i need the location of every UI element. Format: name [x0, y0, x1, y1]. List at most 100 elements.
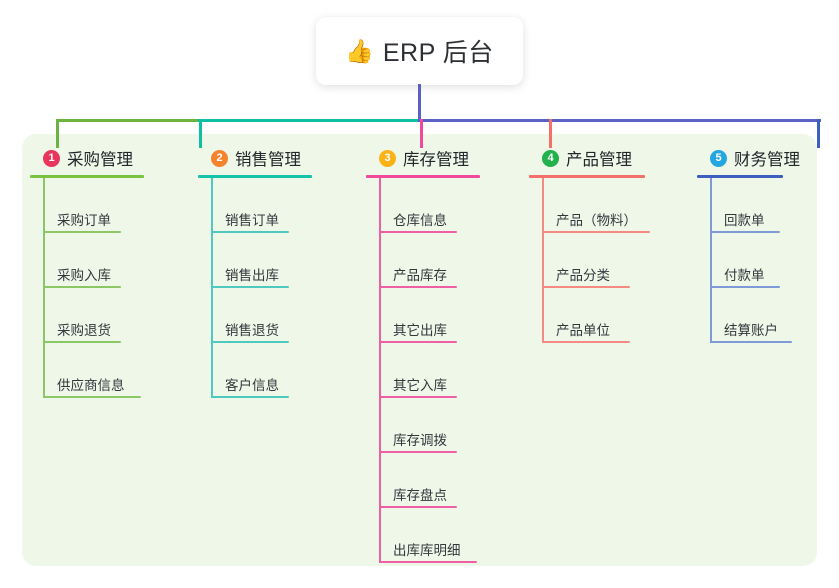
- column-header-5[interactable]: 5 财务管理: [697, 146, 819, 170]
- column-items: 销售订单销售出库销售退货客户信息: [198, 178, 348, 398]
- list-item[interactable]: 产品库存: [366, 233, 516, 288]
- root-node-card[interactable]: 👍 ERP 后台: [316, 17, 523, 85]
- drop-finance: [817, 119, 820, 148]
- list-item[interactable]: 仓库信息: [366, 178, 516, 233]
- list-item-rule: [542, 286, 630, 288]
- list-item[interactable]: 付款单: [697, 233, 819, 288]
- column-badge-icon: 5: [710, 149, 727, 167]
- list-item[interactable]: 出库库明细: [366, 508, 516, 563]
- list-item-label: 销售订单: [225, 213, 279, 228]
- drop-purchasing: [56, 119, 59, 148]
- list-item[interactable]: 其它出库: [366, 288, 516, 343]
- list-item-rule: [43, 341, 121, 343]
- list-item-label: 客户信息: [225, 378, 279, 393]
- list-item-rule: [542, 231, 650, 233]
- column-title: 产品管理: [566, 151, 632, 169]
- list-item-rule: [379, 286, 457, 288]
- list-item-label: 产品单位: [556, 323, 610, 338]
- column-title: 财务管理: [734, 151, 800, 169]
- list-item-rule: [43, 231, 121, 233]
- list-item-label: 产品库存: [393, 268, 447, 283]
- list-item[interactable]: 采购订单: [30, 178, 180, 233]
- column-badge-icon: 3: [379, 149, 396, 167]
- column-spine: [379, 178, 381, 563]
- list-item-rule: [211, 286, 289, 288]
- column-items: 采购订单采购入库采购退货供应商信息: [30, 178, 180, 398]
- list-item-rule: [379, 561, 477, 563]
- list-item[interactable]: 产品单位: [529, 288, 681, 343]
- list-item-rule: [379, 231, 457, 233]
- diagram-background-panel: [22, 134, 817, 566]
- drop-sales: [199, 119, 202, 148]
- column-header-rule: [366, 175, 480, 178]
- column-badge-icon: 2: [211, 149, 228, 167]
- list-item[interactable]: 回款单: [697, 178, 819, 233]
- list-item-label: 销售出库: [225, 268, 279, 283]
- column-items: 产品（物料） 产品分类产品单位: [529, 178, 681, 343]
- thumbs-up-icon: 👍: [345, 37, 374, 64]
- list-item-label: 销售退货: [225, 323, 279, 338]
- list-item[interactable]: 客户信息: [198, 343, 348, 398]
- list-item[interactable]: 销售出库: [198, 233, 348, 288]
- list-item[interactable]: 库存盘点: [366, 453, 516, 508]
- column-spine: [542, 178, 544, 343]
- column-spine: [43, 178, 45, 398]
- list-item-rule: [211, 341, 289, 343]
- list-item-rule: [379, 451, 457, 453]
- list-item[interactable]: 采购入库: [30, 233, 180, 288]
- column-badge-icon: 1: [43, 149, 60, 167]
- list-item[interactable]: 其它入库: [366, 343, 516, 398]
- list-item-label: 其它出库: [393, 323, 447, 338]
- column-items: 回款单付款单结算账户: [697, 178, 819, 343]
- list-item-label: 采购退货: [57, 323, 111, 338]
- list-item-rule: [379, 506, 457, 508]
- list-item-label: 产品（物料）: [556, 213, 637, 228]
- list-item[interactable]: 结算账户: [697, 288, 819, 343]
- list-item-rule: [379, 396, 457, 398]
- column-items: 仓库信息产品库存其它出库其它入库库存调拨库存盘点出库库明细: [366, 178, 516, 563]
- list-item-label: 库存调拨: [393, 433, 447, 448]
- list-item[interactable]: 产品（物料）: [529, 178, 681, 233]
- list-item-rule: [542, 341, 630, 343]
- list-item[interactable]: 库存调拨: [366, 398, 516, 453]
- list-item[interactable]: 采购退货: [30, 288, 180, 343]
- list-item-label: 回款单: [724, 213, 765, 228]
- list-item-label: 采购订单: [57, 213, 111, 228]
- list-item[interactable]: 销售订单: [198, 178, 348, 233]
- list-item-rule: [379, 341, 457, 343]
- column-header-rule: [198, 175, 312, 178]
- list-item-rule: [211, 231, 289, 233]
- trunk-segment-blue: [418, 119, 821, 122]
- list-item-label: 出库库明细: [393, 543, 461, 558]
- list-item-rule: [43, 286, 121, 288]
- trunk-segment-green: [56, 119, 201, 122]
- list-item-label: 产品分类: [556, 268, 610, 283]
- column-spine: [211, 178, 213, 398]
- list-item-rule: [43, 396, 141, 398]
- list-item-rule: [710, 231, 780, 233]
- root-stem: [418, 84, 421, 122]
- column-header-rule: [697, 175, 783, 178]
- list-item-label: 采购入库: [57, 268, 111, 283]
- list-item-rule: [710, 286, 780, 288]
- list-item-label: 其它入库: [393, 378, 447, 393]
- list-item-label: 供应商信息: [57, 378, 125, 393]
- list-item-label: 结算账户: [724, 323, 778, 338]
- drop-inventory: [420, 119, 423, 148]
- list-item-rule: [710, 341, 792, 343]
- list-item-label: 仓库信息: [393, 213, 447, 228]
- list-item[interactable]: 销售退货: [198, 288, 348, 343]
- list-item[interactable]: 产品分类: [529, 233, 681, 288]
- trunk-segment-teal: [198, 119, 420, 122]
- list-item[interactable]: 供应商信息: [30, 343, 180, 398]
- list-item-rule: [211, 396, 289, 398]
